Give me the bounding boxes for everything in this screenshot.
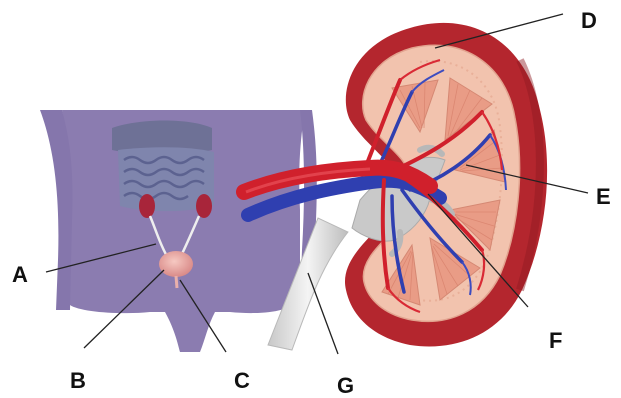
small-bladder [159, 251, 193, 277]
label-b: B [70, 370, 86, 392]
small-left-kidney [139, 194, 155, 218]
label-f: F [549, 330, 562, 352]
label-g: G [337, 375, 354, 397]
label-d: D [581, 10, 597, 32]
leader-line-g [308, 273, 338, 354]
label-c: C [234, 370, 250, 392]
label-a: A [12, 264, 28, 286]
label-e: E [596, 186, 611, 208]
small-right-kidney [196, 194, 212, 218]
